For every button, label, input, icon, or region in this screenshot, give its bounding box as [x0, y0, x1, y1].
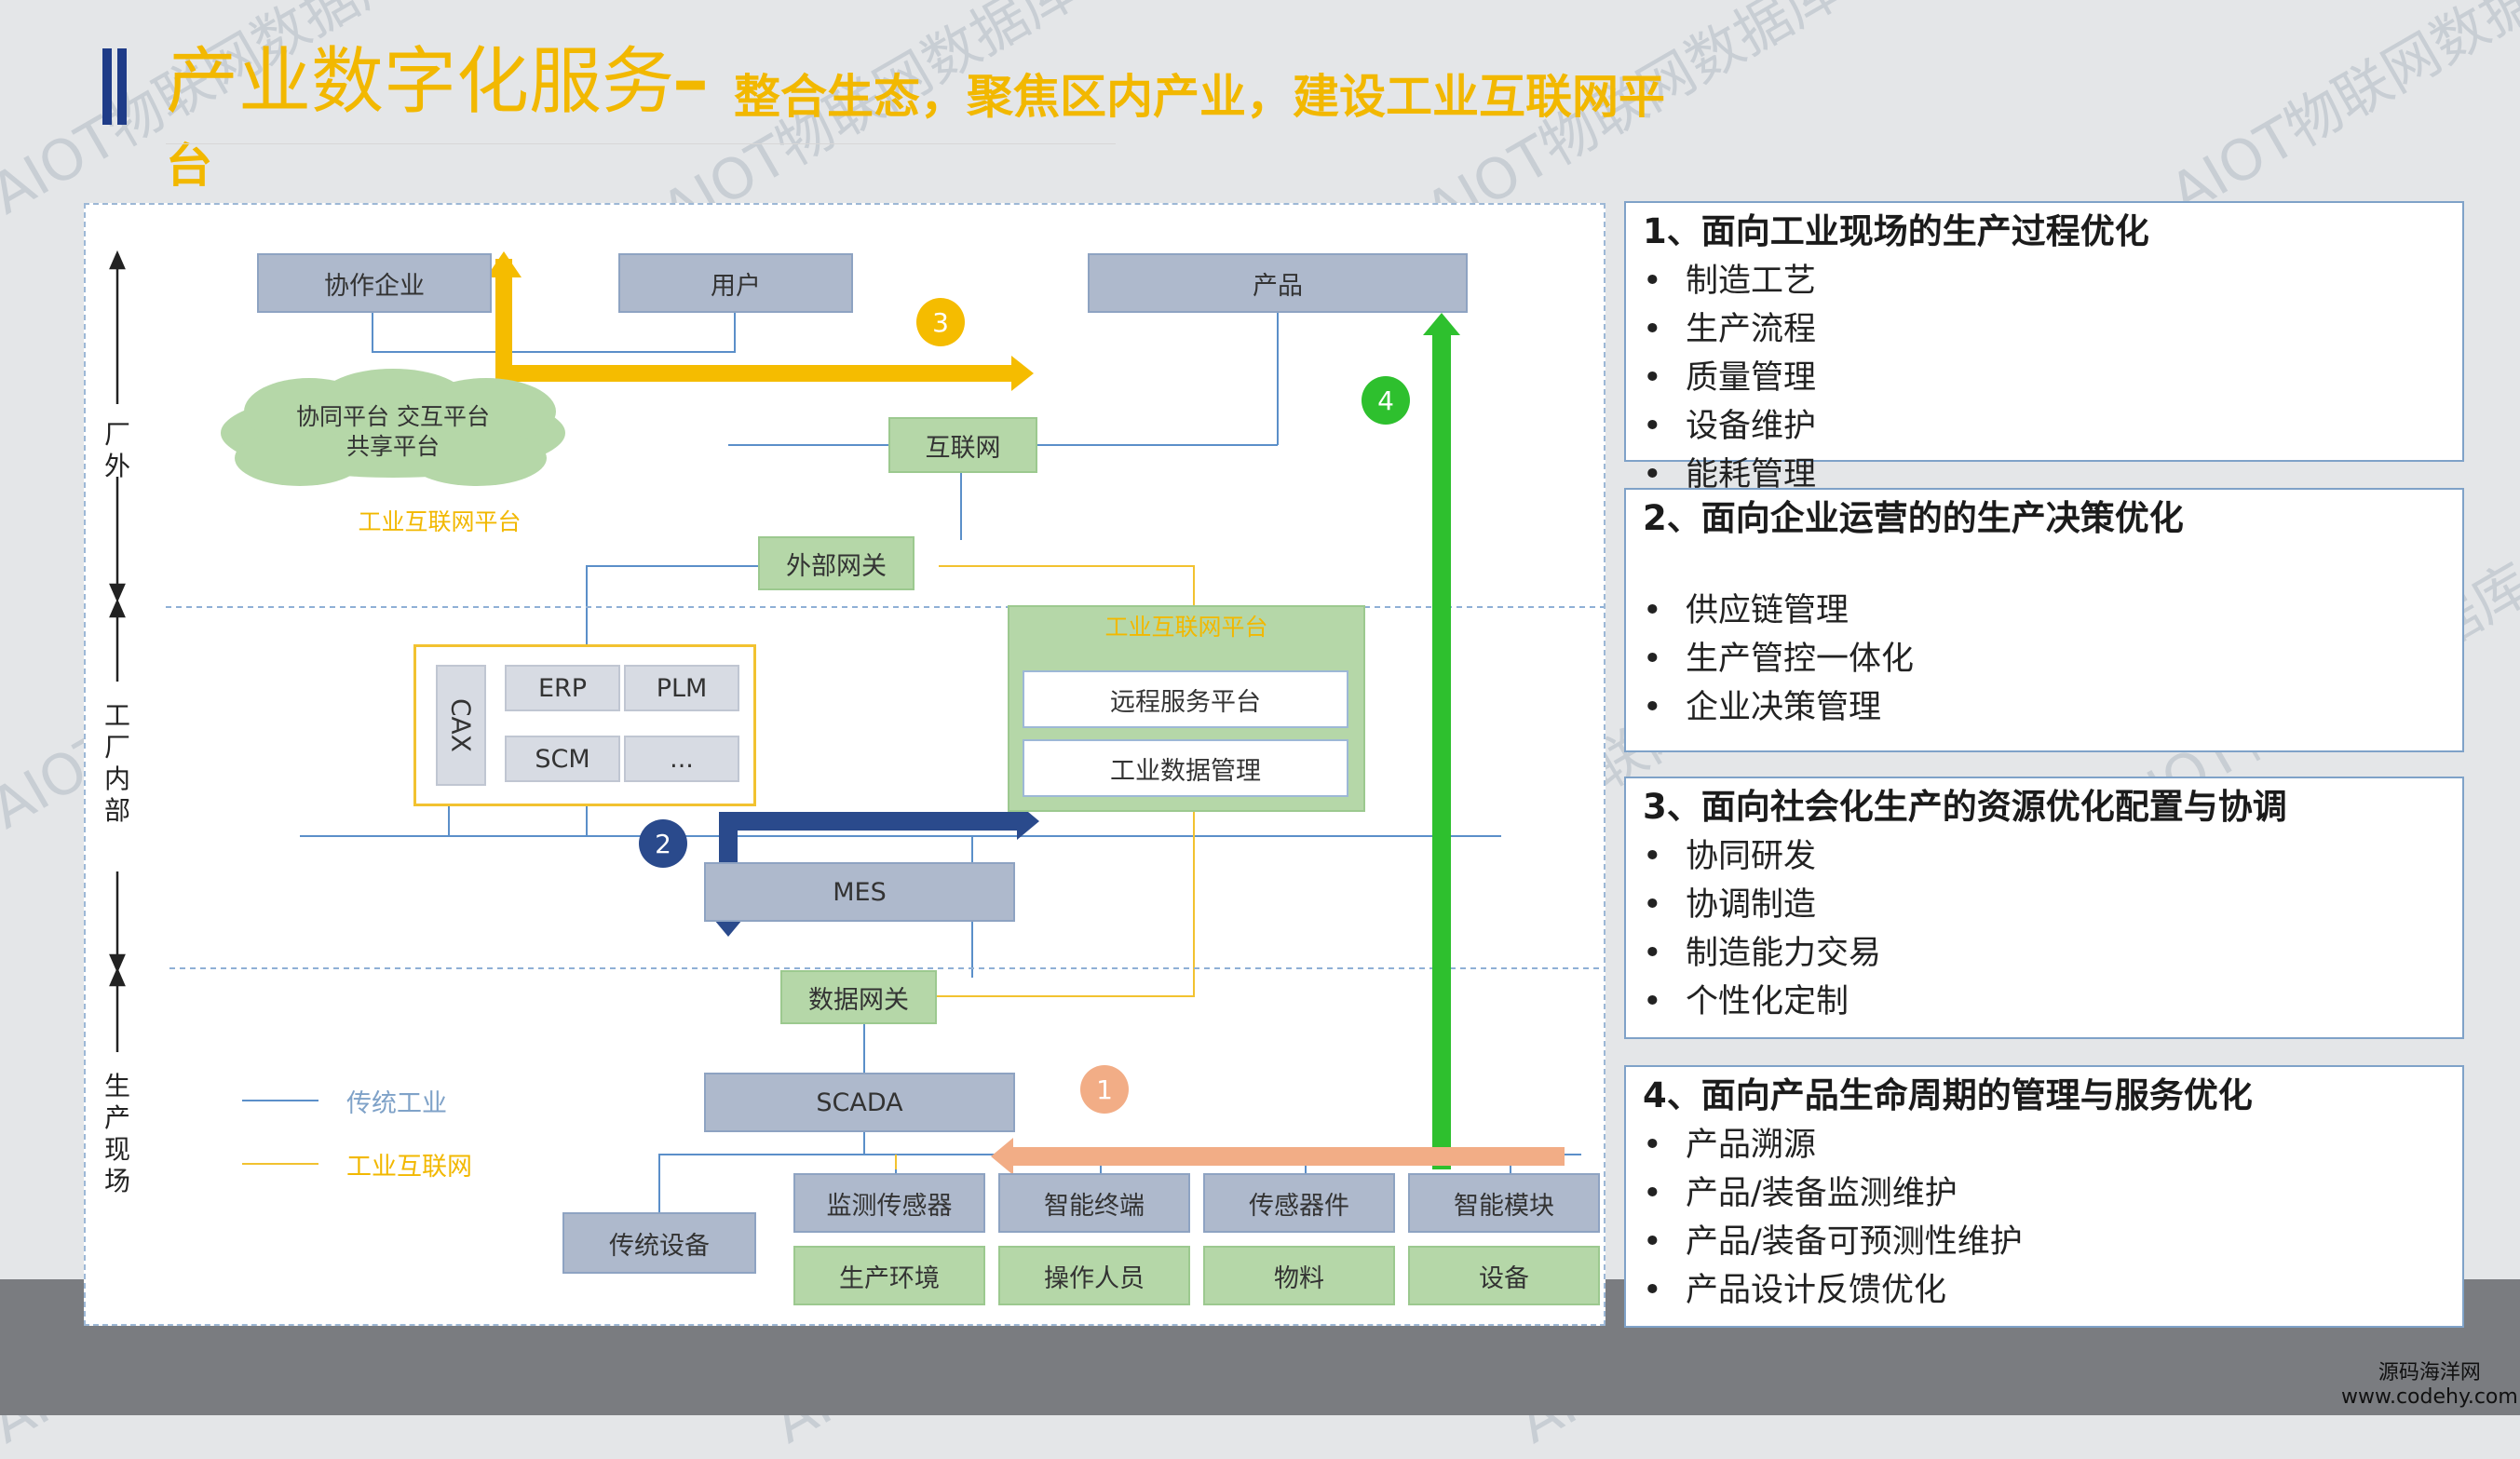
field-item-box: 操作人员 — [998, 1246, 1190, 1305]
device-box: 传感器件 — [1203, 1173, 1395, 1233]
zone-label-outside: 厂外 — [103, 419, 130, 481]
badge-2: 2 — [639, 819, 687, 868]
connector-lines — [109, 250, 1604, 1238]
device-box: 监测传感器 — [793, 1173, 985, 1233]
panel-item: 产品/装备监测维护 — [1643, 1169, 2445, 1218]
corner-watermark: 源码海洋网 www.codehy.com — [2341, 1361, 2518, 1410]
data-gateway-box: 数据网关 — [780, 970, 937, 1024]
device-box: 智能模块 — [1408, 1173, 1600, 1233]
corner-line2: www.codehy.com — [2341, 1385, 2518, 1409]
mes-box: MES — [704, 862, 1015, 922]
scada-box: SCADA — [704, 1073, 1015, 1132]
zone-label-inside: 工厂内部 — [103, 700, 130, 826]
scm-box: SCM — [505, 736, 620, 782]
panel-2: 2、面向企业运营的的生产决策优化 供应链管理 生产管控一体化 企业决策管理 — [1624, 488, 2464, 752]
panel-item: 产品溯源 — [1643, 1121, 2445, 1169]
field-item-box: 生产环境 — [793, 1246, 985, 1305]
panel-item: 协同研发 — [1643, 832, 2445, 881]
device-box: 智能终端 — [998, 1173, 1190, 1233]
panel-item: 质量管理 — [1643, 354, 2445, 402]
panel-item: 产品/装备可预测性维护 — [1643, 1218, 2445, 1266]
badge-1: 1 — [1080, 1065, 1129, 1114]
cax-box: CAX — [436, 665, 486, 786]
panel-item: 生产管控一体化 — [1643, 635, 2445, 683]
badge-4: 4 — [1362, 376, 1410, 425]
panel-item: 能耗管理 — [1643, 451, 2445, 499]
legend-iiot: 工业互联网 — [346, 1152, 472, 1182]
plm-box: PLM — [624, 665, 739, 711]
panel-item: 产品设计反馈优化 — [1643, 1266, 2445, 1315]
panel-item: 制造工艺 — [1643, 257, 2445, 305]
panel-3: 3、面向社会化生产的资源优化配置与协调 协同研发 协调制造 制造能力交易 个性化… — [1624, 777, 2464, 1039]
badge-3: 3 — [916, 298, 965, 346]
architecture-diagram: 厂外 工厂内部 生产现场 协作企业 用户 产品 协同平台 交互平台 共享平台 互… — [84, 203, 1605, 1326]
page-subtitle-line2: 台 — [166, 139, 212, 193]
panel-title: 2、面向企业运营的的生产决策优化 — [1643, 498, 2184, 538]
data-management-box: 工业数据管理 — [1023, 739, 1348, 797]
corner-line1: 源码海洋网 — [2378, 1361, 2481, 1385]
panel-item: 个性化定制 — [1643, 978, 2445, 1026]
panel-item: 生产流程 — [1643, 305, 2445, 354]
erp-box: ERP — [505, 665, 620, 711]
panel-item: 协调制造 — [1643, 881, 2445, 929]
field-item-box: 物料 — [1203, 1246, 1395, 1305]
remote-service-box: 远程服务平台 — [1023, 670, 1348, 728]
traditional-equipment-box: 传统设备 — [562, 1212, 756, 1274]
panel-item: 设备维护 — [1643, 402, 2445, 451]
user-box: 用户 — [618, 253, 853, 313]
panel-1: 1、面向工业现场的生产过程优化 制造工艺 生产流程 质量管理 设备维护 能耗管理 — [1624, 201, 2464, 499]
cloud-label-line1: 协同平台 交互平台 — [296, 403, 490, 430]
panel-title: 3、面向社会化生产的资源优化配置与协调 — [1643, 787, 2287, 827]
external-gateway-box: 外部网关 — [758, 536, 915, 590]
title-bar-icon — [117, 48, 127, 125]
panel-item: 企业决策管理 — [1643, 683, 2445, 732]
title-dash: – — [672, 39, 709, 123]
internet-box: 互联网 — [888, 417, 1037, 473]
panel-item: 供应链管理 — [1643, 587, 2445, 635]
title-bar-icon — [102, 48, 112, 125]
panel-title: 4、面向产品生命周期的管理与服务优化 — [1643, 1075, 2253, 1115]
partner-box: 协作企业 — [257, 253, 492, 313]
field-item-box: 设备 — [1408, 1246, 1600, 1305]
platform-label: 工业互联网平台 — [358, 508, 522, 535]
more-box: ... — [624, 736, 739, 782]
title-underline — [166, 143, 1116, 144]
legend-traditional: 传统工业 — [346, 1088, 447, 1118]
panel-item: 制造能力交易 — [1643, 929, 2445, 978]
page-subtitle: 整合生态，聚焦区内产业，建设工业互联网平 — [734, 70, 1665, 124]
zone-label-field: 生产现场 — [103, 1071, 130, 1196]
product-box: 产品 — [1088, 253, 1468, 313]
watermark: AIOT物联网数据库 — [2159, 0, 2520, 228]
cloud-label-line2: 共享平台 — [345, 433, 440, 460]
panel-title: 1、面向工业现场的生产过程优化 — [1643, 211, 2149, 251]
systems-group — [413, 644, 756, 806]
page-title: 产业数字化服务 — [166, 40, 675, 124]
panel-4: 4、面向产品生命周期的管理与服务优化 产品溯源 产品/装备监测维护 产品/装备可… — [1624, 1065, 2464, 1328]
